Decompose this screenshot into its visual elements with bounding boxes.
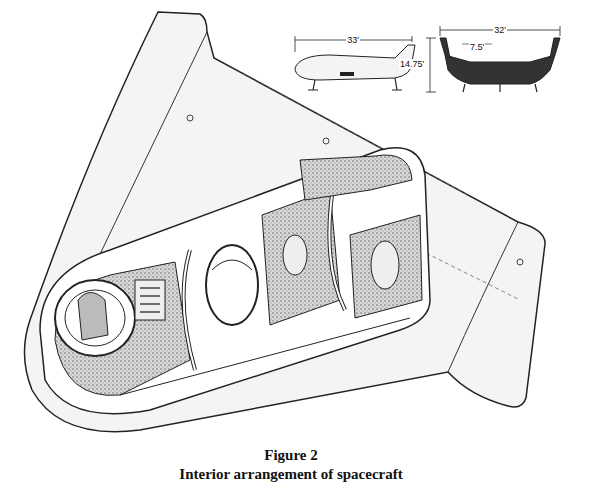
dimension-line (426, 38, 436, 92)
rivet (187, 115, 193, 121)
upper-equipment-bay (300, 155, 412, 200)
crew-compartment (55, 262, 190, 395)
side-view-outline (295, 45, 415, 80)
rivet (323, 138, 329, 144)
wing-root-line (448, 222, 518, 372)
figure-number: Figure 2 (264, 447, 317, 464)
cockpit-canopy (55, 280, 135, 356)
crew-seat (78, 293, 108, 341)
bulkhead-frame (184, 250, 195, 370)
dimension-line (440, 26, 560, 36)
front-view-outline (445, 55, 555, 84)
dimension-label: 7.5' (469, 42, 485, 52)
dimension-label: 33' (346, 35, 360, 45)
rivet (517, 259, 523, 265)
floor-line (120, 318, 410, 395)
bulkhead-frame (184, 250, 195, 370)
tank (371, 241, 399, 289)
side-view-window (340, 72, 354, 76)
cockpit-canopy-inner (65, 290, 125, 346)
panel-line (420, 250, 520, 300)
equipment-bay (262, 190, 340, 325)
hatch-detail (212, 260, 252, 270)
tip-fin (550, 38, 560, 58)
tip-fin (440, 38, 450, 58)
dimension-line (295, 36, 412, 52)
figure-caption: Interior arrangement of spacecraft (179, 466, 402, 483)
tank (283, 235, 307, 275)
dimension-label: 14.75' (399, 59, 425, 69)
hatch (206, 245, 258, 325)
landing-gear (463, 84, 537, 92)
lower-equipment-bay (350, 215, 422, 318)
landing-gear (308, 78, 402, 90)
dimension-label: 32' (493, 25, 507, 35)
instrument-panel (135, 280, 165, 320)
instrument-panel-grid (140, 288, 160, 312)
cutaway-opening (40, 148, 430, 414)
